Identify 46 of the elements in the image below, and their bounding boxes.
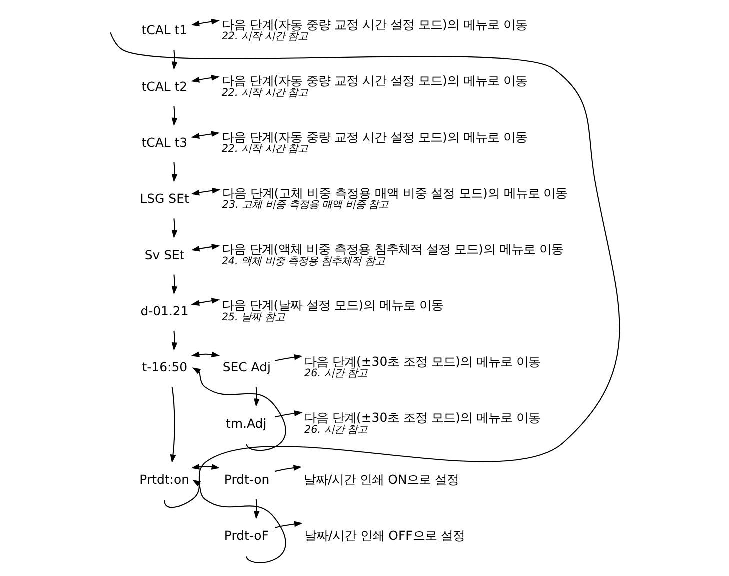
node-text: 다음 단계(±30초 조정 모드)의 메뉴로 이동 26. 시간 참고 (304, 410, 540, 436)
arrow (171, 50, 178, 70)
arrow (274, 410, 302, 418)
arrow (190, 298, 220, 306)
arrow (170, 387, 176, 464)
arrow (192, 480, 286, 564)
node-text: LSG SEt (140, 191, 189, 206)
node-text: 다음 단계(자동 중량 교정 시간 설정 모드)의 메뉴로 이동 22. 시작 시간 참고 (221, 73, 527, 99)
arrow (190, 131, 220, 139)
arrow (190, 75, 220, 83)
arrow (254, 499, 260, 520)
arrow (274, 354, 302, 362)
arrow (171, 162, 178, 182)
node-text: 날짜/시간 인쇄 OFF으로 설정 (304, 528, 464, 544)
node-text: 다음 단계(날짜 설정 모드)의 메뉴로 이동 25. 날짜 참고 (221, 298, 443, 324)
node-text: Prdt-on (224, 472, 270, 487)
arrow (190, 244, 220, 252)
arrow (274, 521, 302, 528)
node-text: 다음 단계(자동 중량 교정 시간 설정 모드)의 메뉴로 이동 22. 시작 시간 참고 (221, 129, 527, 156)
node-text: 날짜/시간 인쇄 ON으로 설정 (303, 472, 459, 487)
arrow (171, 330, 178, 351)
node-text: 다음 단계(고체 비중 측정용 매액 비중 설정 모드)의 메뉴로 이동 23. 고체 비중 측정용 매액 비중 참고 (222, 185, 568, 212)
arrow (254, 387, 260, 408)
arrow (190, 188, 220, 196)
arrow (171, 106, 178, 126)
node-text: Sv SEt (144, 247, 184, 262)
node-text: t-16:50 (142, 360, 188, 375)
arrow (190, 464, 220, 470)
arrow (190, 18, 220, 27)
node-text: Prtdt:on (139, 472, 190, 487)
arrow (171, 274, 178, 295)
node-text: tCAL t1 (141, 22, 188, 38)
node-text: 다음 단계(액체 비중 측정용 침추체적 설정 모드)의 메뉴로 이동 24. 액체 비중 측정용 침추체적 참고 (221, 242, 563, 268)
node-text: 다음 단계(±30초 조정 모드)의 메뉴로 이동 26. 시간 참고 (304, 354, 540, 380)
arrow (190, 352, 220, 358)
arrow (171, 218, 178, 239)
arrow (274, 465, 302, 472)
arrow (192, 368, 286, 451)
node-text: tCAL t3 (141, 134, 188, 150)
node-text: d-01.21 (140, 303, 188, 318)
node-text: 다음 단계(자동 중량 교정 시간 설정 모드)의 메뉴로 이동 22. 시작 시간 참고 (221, 16, 527, 43)
node-text: tCAL t2 (141, 78, 188, 94)
node-text: Prdt-oF (224, 528, 268, 544)
connector (110, 32, 620, 508)
node-text: tm.Adj (225, 416, 266, 431)
node-text: SEC Adj (222, 360, 271, 375)
